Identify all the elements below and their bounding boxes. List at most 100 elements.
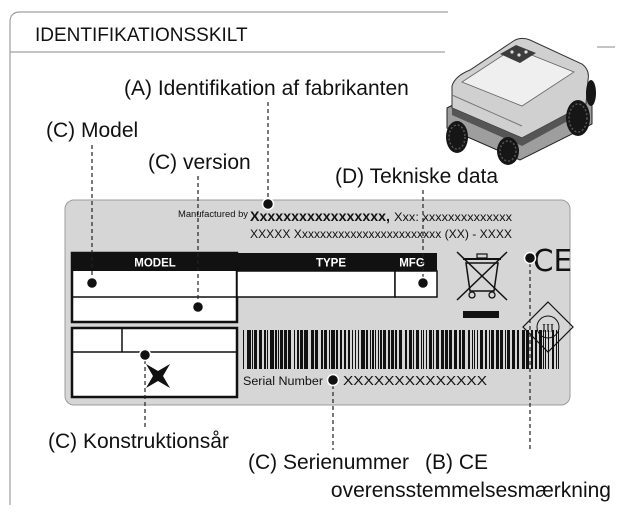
barcode-bar (531, 330, 533, 369)
mower-bumper-line (451, 94, 523, 127)
mower-wheel (586, 80, 596, 106)
barcode-bar (254, 330, 257, 369)
barcode-bar (459, 330, 461, 369)
barcode-bar (399, 330, 402, 369)
barcode-bar (423, 330, 424, 369)
callout-construction-year: (C) Konstruktionsår (48, 430, 229, 453)
manufacturer-name: Xxxxxxxxxxxxxxxxx, (250, 209, 390, 224)
barcode-bar (436, 330, 439, 369)
barcode-bar (380, 330, 382, 369)
plate-header-bar (72, 253, 437, 271)
column-header-type: TYPE (316, 258, 346, 270)
barcode-bar (355, 330, 356, 369)
mower-button (510, 50, 514, 54)
barcode-bar (378, 330, 379, 369)
barcode-bar (405, 330, 407, 369)
barcode-bar (496, 330, 499, 369)
section-frame: IDENTIFIKATIONSSKILT (9, 11, 615, 505)
barcode-bar (344, 330, 346, 369)
barcode-bar (468, 330, 470, 369)
barcode-bar (539, 330, 542, 369)
barcode-bar (348, 330, 350, 369)
mower-top-plate (461, 47, 575, 107)
mower-wheel-tread (499, 140, 517, 162)
barcode-bar (252, 330, 253, 369)
barcode-bar (472, 330, 473, 369)
callout-dot-technical-data (416, 276, 430, 290)
barcode-bar (358, 330, 359, 369)
class-circle (536, 315, 560, 339)
barcode-bar (311, 330, 314, 369)
barcode-bar (505, 330, 506, 369)
barcode-bar (512, 330, 515, 369)
mower-side-stripe (452, 104, 586, 146)
class-label: III (542, 321, 554, 335)
barcode-bar (543, 330, 544, 369)
serial-number-value: XXXXXXXXXXXXXX (343, 374, 488, 388)
barcode-bar (264, 330, 266, 369)
barcode-bar (284, 330, 287, 369)
barcode-bar (413, 330, 414, 369)
barcode-bar (558, 330, 559, 369)
barcode-bar (331, 330, 335, 369)
barcode-bar (288, 330, 291, 369)
barcode-bar (507, 330, 510, 369)
barcode-bar (449, 330, 452, 369)
callout-ce-marking: (B) CE (425, 451, 488, 474)
model-cell (72, 271, 237, 297)
manufactured-by-label: Manufactured by (178, 209, 249, 219)
barcode-bar (315, 330, 318, 369)
mower-wheels (446, 80, 596, 165)
barcode-bar (433, 330, 434, 369)
callout-dot-version (191, 300, 205, 314)
barcode-bar (375, 330, 376, 369)
barcode-bar (548, 330, 549, 369)
type-cell (236, 270, 396, 298)
brand-star-logo-icon (146, 364, 170, 388)
version-cell (72, 297, 237, 322)
mower-wheel-tread (448, 124, 466, 150)
barcode-bar (366, 330, 368, 369)
barcode-bar (500, 330, 503, 369)
barcode-bar (361, 330, 365, 369)
serial-number-label: Serial Number (243, 376, 323, 388)
barcode-bar (259, 330, 262, 369)
mfg-cell (394, 270, 438, 298)
callout-serial-number: (C) Serienummer (248, 451, 409, 474)
barcode (243, 330, 559, 369)
callout-dots (85, 197, 537, 387)
column-header-model: MODEL (134, 258, 176, 270)
class-iii-diamond-icon: III (522, 301, 574, 353)
barcode-bar (429, 330, 432, 369)
barcode-bar (270, 330, 274, 369)
mower-button (524, 50, 528, 54)
barcode-bar (474, 330, 475, 369)
bin-cross-line (456, 251, 508, 301)
barcode-bar (517, 330, 519, 369)
bin-handle (476, 253, 488, 259)
barcode-bar (329, 330, 330, 369)
barcode-bar (552, 330, 554, 369)
barcode-bar (416, 330, 419, 369)
callout-ce-marking-continued: overensstemmelsesmærkning (331, 479, 611, 502)
bin-wheel (488, 291, 496, 299)
barcode-bar (352, 330, 353, 369)
barcode-bar (522, 330, 525, 369)
mower-wheel (566, 100, 590, 136)
section-title: IDENTIFIKATIONSSKILT (35, 25, 248, 46)
barcode-bar (535, 330, 537, 369)
barcode-bar (462, 330, 465, 369)
barcode-bar (480, 330, 483, 369)
barcode-bar (324, 330, 327, 369)
callout-model: (C) Model (46, 119, 138, 142)
callout-labels: (A) Identifikation af fabrikanten (C) Mo… (46, 77, 611, 502)
callout-manufacturer: (A) Identifikation af fabrikanten (124, 77, 409, 100)
frame-border (9, 11, 448, 505)
callout-dot-ce-marking (523, 251, 537, 265)
barcode-bar (321, 330, 323, 369)
barcode-bar (441, 330, 444, 369)
barcode-bar (370, 330, 371, 369)
callout-dot-serial-number (326, 373, 340, 387)
barcode-bar (391, 330, 394, 369)
barcode-bar (275, 330, 277, 369)
